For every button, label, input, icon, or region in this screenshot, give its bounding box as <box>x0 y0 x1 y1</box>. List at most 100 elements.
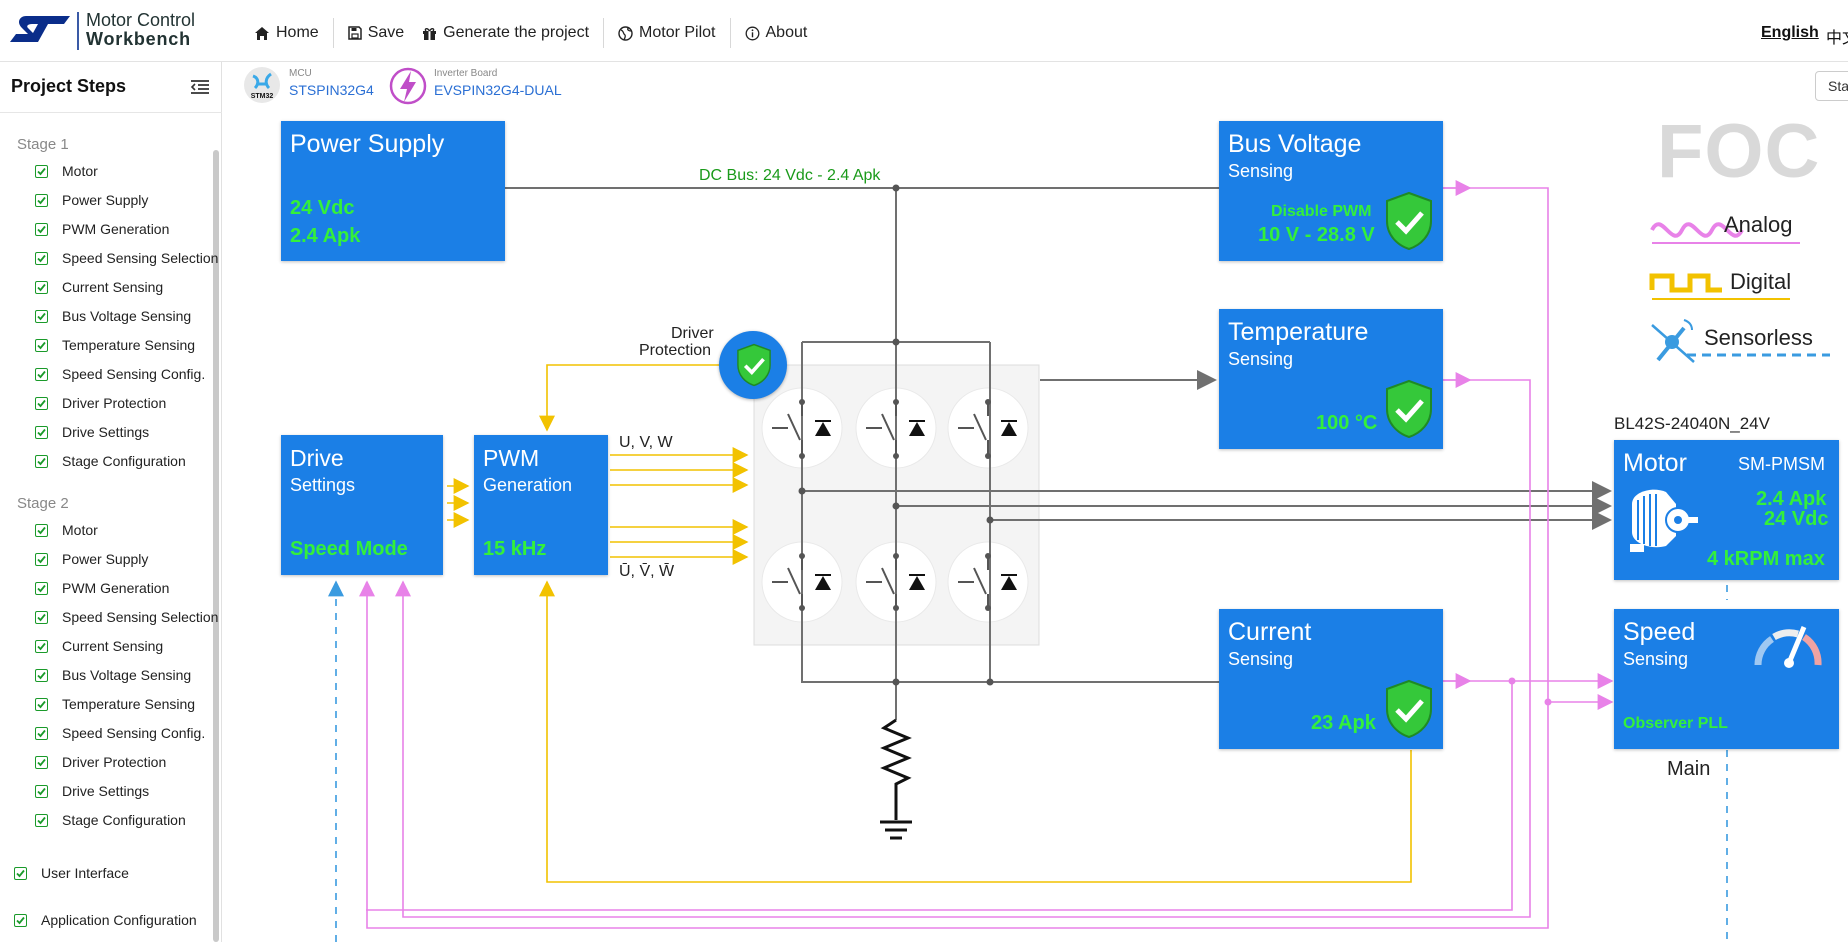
save-button[interactable]: Save <box>344 20 418 46</box>
home-button[interactable]: Home <box>250 20 333 46</box>
sidebar-step-item[interactable]: Stage Configuration <box>35 451 186 471</box>
step-checked-icon <box>35 668 48 682</box>
step-checked-icon <box>35 523 48 537</box>
sidebar-step-item[interactable]: Drive Settings <box>35 422 149 442</box>
sidebar-step-label: PWM Generation <box>62 221 170 237</box>
nav-divider <box>603 18 605 48</box>
sidebar-step-item[interactable]: Application Configuration <box>14 910 197 930</box>
lightning-board-icon <box>389 67 427 105</box>
power-supply-block[interactable]: Power Supply 24 Vdc 2.4 Apk <box>281 121 505 261</box>
bus-voltage-range: 10 V - 28.8 V <box>1258 224 1375 246</box>
sidebar-step-label: Driver Protection <box>62 754 167 770</box>
power-supply-current: 2.4 Apk <box>290 225 361 247</box>
bus-voltage-subtitle: Sensing <box>1228 161 1294 181</box>
sidebar-step-label: Temperature Sensing <box>62 337 196 353</box>
sidebar-step-label: Application Configuration <box>41 912 197 928</box>
sidebar-step-item[interactable]: Bus Voltage Sensing <box>35 665 191 685</box>
sidebar-step-label: Power Supply <box>62 551 149 567</box>
sidebar-step-item[interactable]: Stage Configuration <box>35 810 186 830</box>
sidebar-step-item[interactable]: Current Sensing <box>35 636 163 656</box>
sidebar-step-item[interactable]: Drive Settings <box>35 781 149 801</box>
app-title: Motor Control Workbench <box>86 11 195 49</box>
sidebar-scrollbar[interactable] <box>213 150 219 942</box>
sidebar-step-item[interactable]: Driver Protection <box>35 393 166 413</box>
sidebar-step-item[interactable]: Temperature Sensing <box>35 694 195 714</box>
collapse-menu-icon[interactable] <box>190 79 210 100</box>
current-title: Current <box>1228 618 1312 646</box>
logo-separator <box>77 12 79 50</box>
step-checked-icon <box>14 866 27 880</box>
sidebar-step-item[interactable]: User Interface <box>14 863 129 883</box>
speedometer-icon <box>1754 626 1822 668</box>
sidebar-step-item[interactable]: Temperature Sensing <box>35 335 195 355</box>
sidebar-step-item[interactable]: Power Supply <box>35 549 148 569</box>
sidebar-step-label: Bus Voltage Sensing <box>62 667 192 683</box>
mcu-chip[interactable]: STM32 MCU STSPIN32G4 <box>243 64 374 108</box>
motor-pilot-label: Motor Pilot <box>639 24 716 41</box>
language-chinese[interactable]: 中文 <box>1826 30 1848 47</box>
step-checked-icon <box>35 454 48 468</box>
temperature-sensing-block[interactable]: Temperature Sensing 100 °C <box>1219 309 1443 449</box>
ground-icon <box>880 820 912 840</box>
sidebar-step-item[interactable]: Speed Sensing Selection <box>35 248 218 268</box>
current-sensing-block[interactable]: Current Sensing 23 Apk <box>1219 609 1443 749</box>
motor-title: Motor <box>1623 449 1687 477</box>
sidebar-step-item[interactable]: Speed Sensing Config. <box>35 723 205 743</box>
sidebar-step-item[interactable]: Current Sensing <box>35 277 163 297</box>
motor-speed: 4 kRPM max <box>1707 548 1825 570</box>
temperature-title: Temperature <box>1228 318 1369 346</box>
inverter-board-chip[interactable]: Inverter Board EVSPIN32G4-DUAL <box>388 64 568 108</box>
nav-divider <box>729 18 731 48</box>
pwm-generation-block[interactable]: PWM Generation 15 kHz <box>474 435 608 575</box>
step-checked-icon <box>35 755 48 769</box>
sidebar-step-item[interactable]: Driver Protection <box>35 752 166 772</box>
sidebar-step-item[interactable]: Speed Sensing Selection <box>35 607 218 627</box>
step-checked-icon <box>35 193 48 207</box>
step-checked-icon <box>35 784 48 798</box>
step-checked-icon <box>35 164 48 178</box>
freewheel-diodes <box>815 420 1017 590</box>
uvw-bar-label: Ū, V̄, W̄ <box>619 563 675 580</box>
language-english[interactable]: English <box>1761 24 1819 41</box>
app-title-line1: Motor Control <box>86 10 196 30</box>
stage-label: Stage 1 <box>17 136 69 153</box>
step-checked-icon <box>35 813 48 827</box>
driver-protection-button[interactable] <box>719 331 787 399</box>
speed-subtitle: Sensing <box>1623 649 1689 669</box>
uvw-label: U, V, W <box>619 434 673 451</box>
gift-icon <box>423 27 437 40</box>
sidebar-step-item[interactable]: Speed Sensing Config. <box>35 364 205 384</box>
generate-project-button[interactable]: Generate the project <box>418 20 603 46</box>
drive-mode: Speed Mode <box>290 538 408 560</box>
step-checked-icon <box>35 639 48 653</box>
about-button[interactable]: About <box>741 20 822 46</box>
step-checked-icon <box>35 610 48 624</box>
sidebar-step-label: Drive Settings <box>62 783 150 799</box>
home-icon <box>255 26 269 40</box>
motor-pilot-button[interactable]: Motor Pilot <box>614 20 729 46</box>
sidebar-step-item[interactable]: PWM Generation <box>35 578 169 598</box>
sidebar-step-label: Speed Sensing Selection <box>62 250 219 266</box>
sidebar-step-item[interactable]: Bus Voltage Sensing <box>35 306 191 326</box>
sidebar-step-item[interactable]: Motor <box>35 520 98 540</box>
sidebar-step-label: Stage Configuration <box>62 453 186 469</box>
board-value: EVSPIN32G4-DUAL <box>434 82 562 98</box>
current-value: 23 Apk <box>1311 712 1376 734</box>
motor-block[interactable]: Motor SM-PMSM 2.4 Apk 24 Vdc 4 kRPM max <box>1614 440 1839 580</box>
motor-voltage: 24 Vdc <box>1764 508 1829 530</box>
speed-sensing-block[interactable]: Speed Sensing Observer PLL <box>1614 609 1839 749</box>
shield-check-icon <box>1386 191 1432 251</box>
sidebar-step-item[interactable]: PWM Generation <box>35 219 169 239</box>
sidebar-step-item[interactable]: Motor <box>35 161 98 181</box>
home-label: Home <box>276 24 319 41</box>
stage-select-button[interactable]: Sta <box>1815 71 1848 101</box>
bus-voltage-sensing-block[interactable]: Bus Voltage Sensing Disable PWM 10 V - 2… <box>1219 121 1443 261</box>
sidebar-step-item[interactable]: Power Supply <box>35 190 148 210</box>
power-wires <box>505 187 1612 720</box>
step-checked-icon <box>35 396 48 410</box>
drive-settings-block[interactable]: Drive Settings Speed Mode <box>281 435 443 575</box>
sidebar-header-divider <box>0 112 222 113</box>
sensorless-legend-icon <box>1651 319 1695 363</box>
sidebar-step-label: Temperature Sensing <box>62 696 196 712</box>
